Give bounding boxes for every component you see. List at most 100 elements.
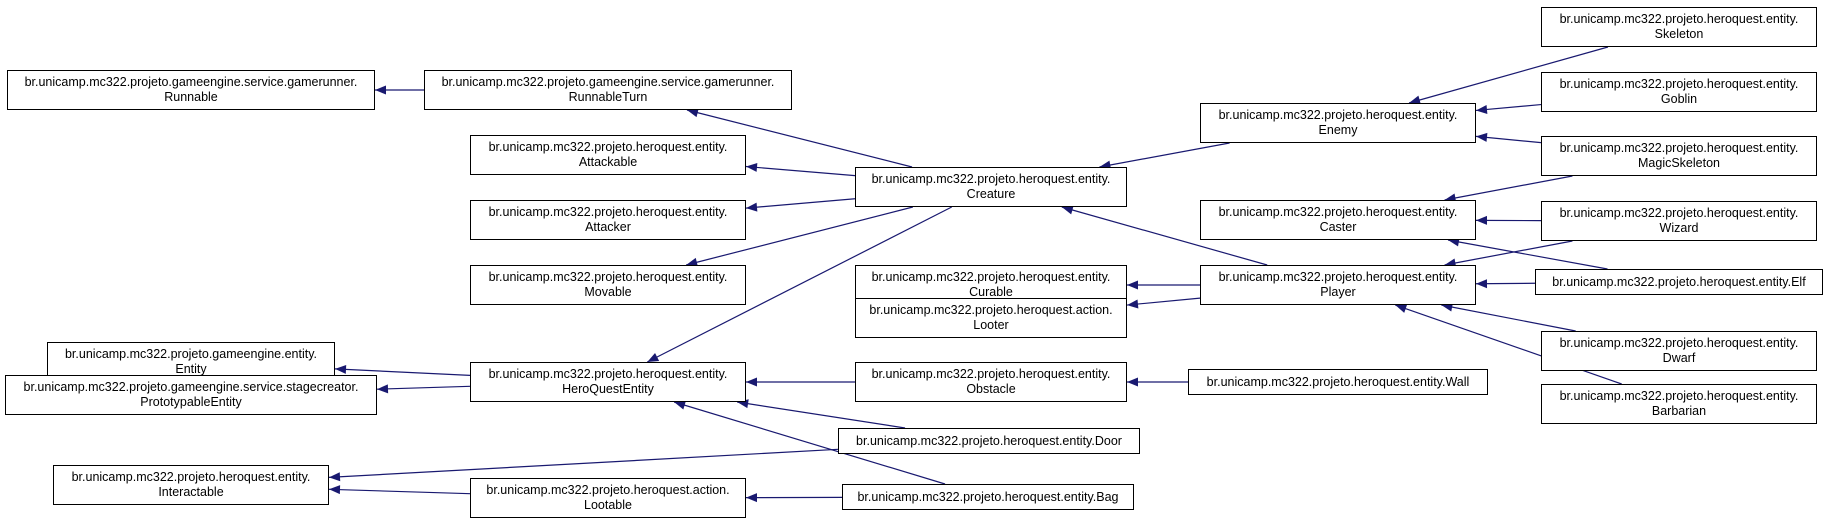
node-attacker-class: Attacker xyxy=(585,220,631,234)
node-enemy[interactable]: br.unicamp.mc322.projeto.heroquest.entit… xyxy=(1200,103,1476,143)
node-movable[interactable]: br.unicamp.mc322.projeto.heroquest.entit… xyxy=(470,265,746,305)
arrowhead-creature-to-runnableturn xyxy=(686,108,699,118)
node-prototypableentity[interactable]: br.unicamp.mc322.projeto.gameengine.serv… xyxy=(5,375,377,415)
node-barbarian-package: br.unicamp.mc322.projeto.heroquest.entit… xyxy=(1559,389,1799,403)
node-player[interactable]: br.unicamp.mc322.projeto.heroquest.entit… xyxy=(1200,265,1476,305)
node-prototypableentity-package: br.unicamp.mc322.projeto.gameengine.serv… xyxy=(23,380,359,394)
arrowhead-player-to-looter xyxy=(1127,299,1139,309)
arrowhead-elf-to-player xyxy=(1476,279,1488,289)
node-player-class: Player xyxy=(1320,285,1356,299)
node-barbarian[interactable]: br.unicamp.mc322.projeto.heroquest.entit… xyxy=(1541,384,1817,424)
node-wizard-package: br.unicamp.mc322.projeto.heroquest.entit… xyxy=(1559,206,1799,220)
arrowhead-door-to-interactable xyxy=(329,472,341,482)
node-looter-package: br.unicamp.mc322.projeto.heroquest.actio… xyxy=(869,303,1113,317)
arrowhead-obstacle-to-heroquestentity xyxy=(746,377,757,387)
node-heroquestentity-package: br.unicamp.mc322.projeto.heroquest.entit… xyxy=(488,367,728,381)
node-elf[interactable]: br.unicamp.mc322.projeto.heroquest.entit… xyxy=(1535,269,1823,295)
edge-dwarf-to-player xyxy=(1441,304,1576,332)
node-wizard-class: Wizard xyxy=(1659,221,1699,235)
node-wall-label: br.unicamp.mc322.projeto.heroquest.entit… xyxy=(1206,374,1470,389)
node-runnableturn-package: br.unicamp.mc322.projeto.gameengine.serv… xyxy=(441,75,775,89)
edge-heroquestentity-to-entity xyxy=(334,368,471,376)
node-dwarf-package: br.unicamp.mc322.projeto.heroquest.entit… xyxy=(1559,336,1799,350)
node-door[interactable]: br.unicamp.mc322.projeto.heroquest.entit… xyxy=(838,428,1140,454)
node-curable-class: Curable xyxy=(969,285,1013,299)
node-obstacle[interactable]: br.unicamp.mc322.projeto.heroquest.entit… xyxy=(855,362,1127,402)
node-lootable[interactable]: br.unicamp.mc322.projeto.heroquest.actio… xyxy=(470,478,746,518)
edge-enemy-to-creature xyxy=(1099,142,1230,168)
node-attackable-class: Attackable xyxy=(578,155,638,169)
node-curable-package: br.unicamp.mc322.projeto.heroquest.entit… xyxy=(871,270,1111,284)
node-lootable-class: Lootable xyxy=(584,498,632,512)
arrowhead-lootable-to-interactable xyxy=(329,485,341,495)
node-caster-class: Caster xyxy=(1319,220,1357,234)
node-interactable[interactable]: br.unicamp.mc322.projeto.heroquest.entit… xyxy=(53,465,329,505)
node-wall[interactable]: br.unicamp.mc322.projeto.heroquest.entit… xyxy=(1188,369,1488,395)
node-attacker[interactable]: br.unicamp.mc322.projeto.heroquest.entit… xyxy=(470,200,746,240)
edge-lootable-to-interactable xyxy=(328,488,471,495)
node-creature-class: Creature xyxy=(966,187,1016,201)
node-goblin[interactable]: br.unicamp.mc322.projeto.heroquest.entit… xyxy=(1541,72,1817,112)
arrowhead-magicskeleton-to-enemy xyxy=(1476,132,1488,142)
edge-skeleton-to-enemy xyxy=(1408,46,1609,104)
node-looter-class: Looter xyxy=(973,318,1009,332)
node-magicskeleton-class: MagicSkeleton xyxy=(1638,156,1720,170)
edge-creature-to-movable xyxy=(686,206,913,266)
node-bag[interactable]: br.unicamp.mc322.projeto.heroquest.entit… xyxy=(842,484,1134,510)
arrowhead-creature-to-attackable xyxy=(746,162,758,172)
edge-door-to-heroquestentity xyxy=(737,401,906,429)
node-wizard[interactable]: br.unicamp.mc322.projeto.heroquest.entit… xyxy=(1541,201,1817,241)
node-runnable-package: br.unicamp.mc322.projeto.gameengine.serv… xyxy=(24,75,358,89)
node-movable-class: Movable xyxy=(584,285,632,299)
arrowhead-goblin-to-enemy xyxy=(1476,104,1488,114)
node-interactable-package: br.unicamp.mc322.projeto.heroquest.entit… xyxy=(71,470,311,484)
node-runnableturn-class: RunnableTurn xyxy=(568,90,648,104)
node-magicskeleton[interactable]: br.unicamp.mc322.projeto.heroquest.entit… xyxy=(1541,136,1817,176)
node-door-label: br.unicamp.mc322.projeto.heroquest.entit… xyxy=(856,433,1122,448)
node-skeleton-package: br.unicamp.mc322.projeto.heroquest.entit… xyxy=(1559,12,1799,26)
node-dwarf-class: Dwarf xyxy=(1662,351,1696,365)
edge-creature-to-heroquestentity xyxy=(647,206,952,363)
node-skeleton-class: Skeleton xyxy=(1654,27,1704,41)
edge-player-to-looter xyxy=(1126,297,1201,306)
arrowhead-player-to-creature xyxy=(1061,205,1074,215)
node-heroquestentity[interactable]: br.unicamp.mc322.projeto.heroquest.entit… xyxy=(470,362,746,402)
node-elf-label: br.unicamp.mc322.projeto.heroquest.entit… xyxy=(1552,274,1806,289)
node-creature[interactable]: br.unicamp.mc322.projeto.heroquest.entit… xyxy=(855,167,1127,207)
arrowhead-skeleton-to-enemy xyxy=(1409,95,1421,105)
edge-creature-to-attackable xyxy=(745,165,856,177)
arrowhead-creature-to-movable xyxy=(686,257,698,267)
node-lootable-package: br.unicamp.mc322.projeto.heroquest.actio… xyxy=(486,483,730,497)
node-dwarf[interactable]: br.unicamp.mc322.projeto.heroquest.entit… xyxy=(1541,331,1817,371)
arrowhead-barbarian-to-player xyxy=(1395,304,1408,313)
node-looter[interactable]: br.unicamp.mc322.projeto.heroquest.actio… xyxy=(855,298,1127,338)
arrowhead-wizard-to-caster xyxy=(1476,215,1488,225)
node-entity-package: br.unicamp.mc322.projeto.gameengine.enti… xyxy=(64,347,317,361)
node-runnableturn[interactable]: br.unicamp.mc322.projeto.gameengine.serv… xyxy=(424,70,792,110)
arrowhead-creature-to-attacker xyxy=(746,202,758,212)
node-attackable[interactable]: br.unicamp.mc322.projeto.heroquest.entit… xyxy=(470,135,746,175)
node-entity-class: Entity xyxy=(175,362,207,376)
node-enemy-class: Enemy xyxy=(1318,123,1358,137)
arrowhead-creature-to-heroquestentity xyxy=(647,352,660,362)
node-caster-package: br.unicamp.mc322.projeto.heroquest.entit… xyxy=(1218,205,1458,219)
node-runnable[interactable]: br.unicamp.mc322.projeto.gameengine.serv… xyxy=(7,70,375,110)
node-goblin-class: Goblin xyxy=(1660,92,1698,106)
arrowhead-heroquestentity-to-prototypable xyxy=(377,384,389,394)
edge-heroquestentity-to-prototypable xyxy=(376,385,471,390)
node-creature-package: br.unicamp.mc322.projeto.heroquest.entit… xyxy=(871,172,1111,186)
arrowhead-wall-to-obstacle xyxy=(1127,377,1138,387)
edge-player-to-creature xyxy=(1061,206,1268,266)
edge-wizard-to-player xyxy=(1444,240,1573,266)
node-obstacle-package: br.unicamp.mc322.projeto.heroquest.entit… xyxy=(871,367,1111,381)
arrowhead-heroquestentity-to-entity xyxy=(335,364,347,374)
edge-bag-to-heroquestentity xyxy=(673,401,946,485)
edge-creature-to-attacker xyxy=(745,198,856,209)
node-obstacle-class: Obstacle xyxy=(966,382,1016,396)
node-caster[interactable]: br.unicamp.mc322.projeto.heroquest.entit… xyxy=(1200,200,1476,240)
node-skeleton[interactable]: br.unicamp.mc322.projeto.heroquest.entit… xyxy=(1541,7,1817,47)
node-enemy-package: br.unicamp.mc322.projeto.heroquest.entit… xyxy=(1218,108,1458,122)
node-interactable-class: Interactable xyxy=(158,485,224,499)
arrowhead-player-to-curable xyxy=(1127,280,1138,290)
